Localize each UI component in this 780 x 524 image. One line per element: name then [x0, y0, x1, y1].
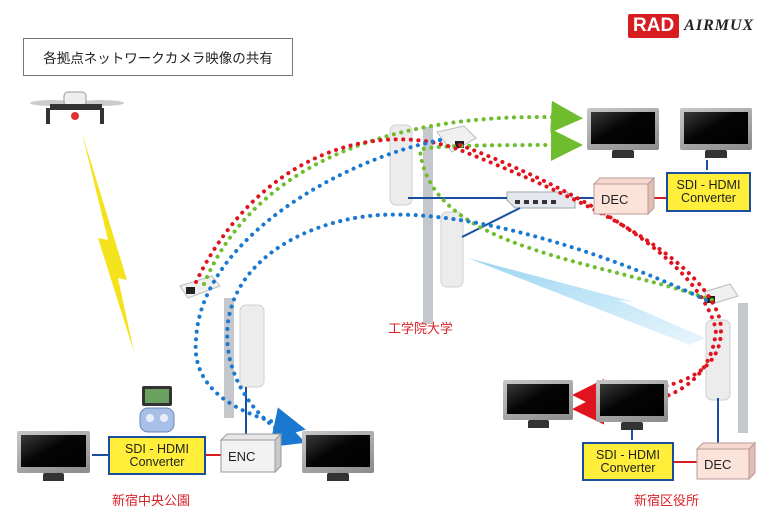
site-label-center: 工学院大学	[388, 322, 454, 337]
converter-line1: SDI - HDMI	[596, 447, 660, 462]
stream-blue-2	[225, 212, 708, 447]
wireless-beam	[468, 258, 705, 345]
monitor-right-2	[596, 380, 668, 430]
logo-brand: RAD	[628, 14, 680, 38]
antenna-center-bottom	[440, 211, 464, 288]
monitor-top-2	[680, 108, 752, 158]
encoder-label: ENC	[228, 448, 256, 464]
converter-line1: SDI - HDMI	[676, 178, 741, 192]
camera-right-icon	[703, 283, 739, 305]
converter-line2: Converter	[681, 191, 736, 205]
diagram-title: 各拠点ネットワークカメラ映像の共有	[23, 38, 293, 76]
dec-box-top-shape	[592, 176, 656, 216]
dec-box-bottom-shape	[695, 441, 757, 481]
sdi-hdmi-converter-right: SDI - HDMI Converter	[582, 442, 674, 481]
pole-right	[738, 303, 748, 433]
lightning-bolt-icon	[82, 133, 134, 352]
monitor-left-1	[17, 431, 90, 481]
monitor-left-2	[302, 431, 374, 481]
stream-green-2	[417, 129, 714, 302]
network-switch-icon	[506, 191, 576, 209]
pole-center	[423, 127, 433, 324]
antenna-center-top	[389, 124, 413, 206]
monitor-right-1	[503, 380, 573, 428]
stream-red-2	[458, 143, 719, 425]
monitor-top-1	[587, 108, 659, 158]
sdi-hdmi-converter-top: SDI - HDMI Converter	[666, 172, 751, 212]
rad-airmux-logo: RAD AIRMUX	[628, 14, 754, 38]
stream-green-1	[202, 100, 583, 286]
drone-icon	[30, 91, 124, 124]
converter-line1: SDI - HDMI	[125, 441, 189, 456]
converter-line2: Converter	[600, 460, 656, 475]
stream-red-1	[194, 137, 723, 411]
camera-left-icon	[179, 275, 221, 299]
site-label-right: 新宿区役所	[634, 494, 700, 509]
antenna-left	[239, 304, 265, 388]
enc-box-shape	[219, 432, 283, 474]
converter-line2: Converter	[129, 454, 185, 469]
logo-product: AIRMUX	[684, 17, 755, 34]
sdi-hdmi-converter-left: SDI - HDMI Converter	[108, 436, 206, 475]
decoder-top-label: DEC	[601, 191, 629, 207]
site-label-left: 新宿中央公園	[112, 494, 191, 509]
decoder-bottom-label: DEC	[704, 456, 732, 472]
remote-controller-icon	[139, 386, 175, 433]
stream-blue-1	[193, 138, 442, 439]
